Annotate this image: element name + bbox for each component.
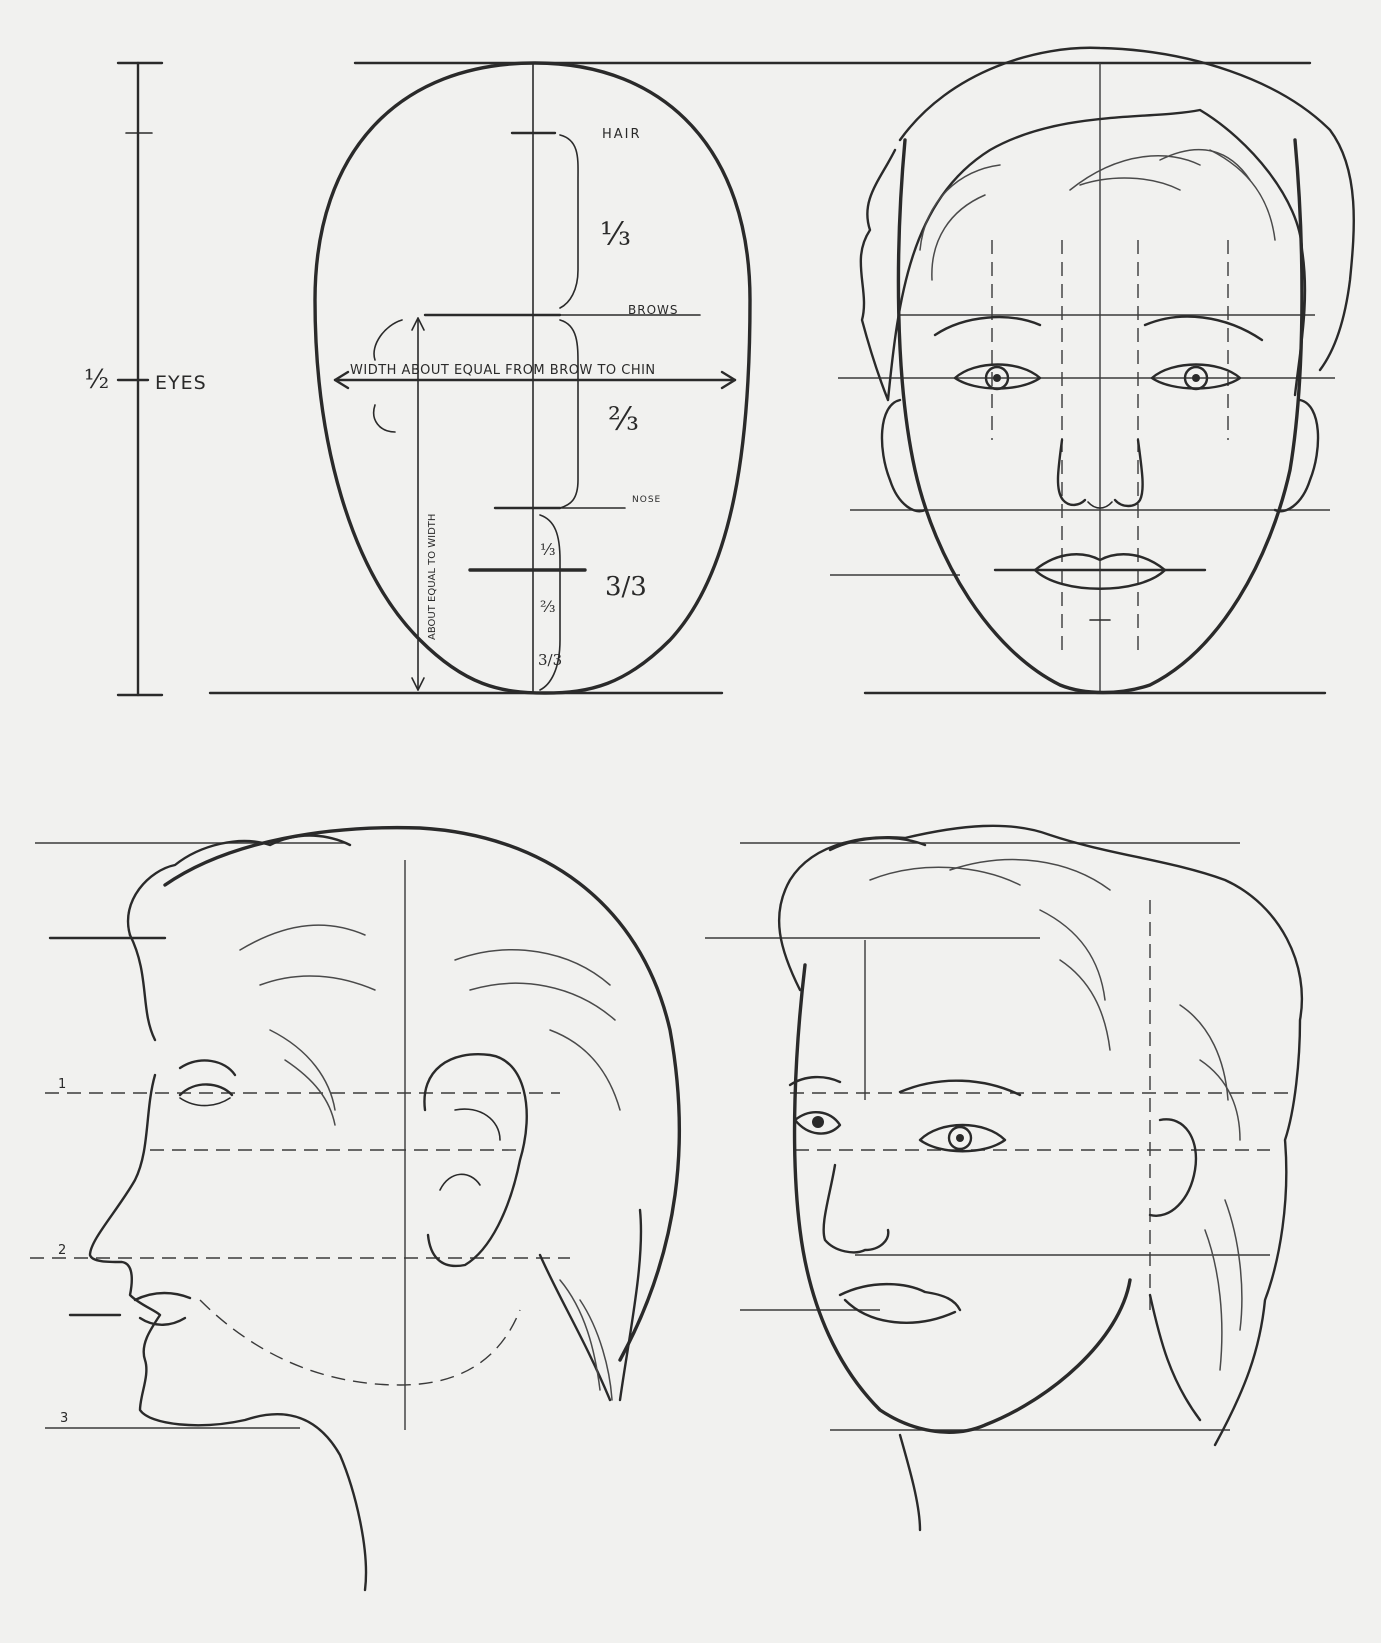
vertical-note: ABOUT EQUAL TO WIDTH [427, 514, 438, 640]
small-two-thirds: ⅔ [540, 597, 556, 616]
one-third-label: ⅓ [600, 215, 631, 253]
profile-mark-3: 3 [60, 1411, 68, 1426]
small-one-third: ⅓ [540, 540, 556, 559]
half-label: ½ [84, 365, 109, 395]
three-quarter-face-drawing [705, 826, 1302, 1530]
brows-label: BROWS [628, 303, 679, 317]
two-thirds-label: ⅔ [608, 400, 639, 438]
eyes-label: EYES [155, 372, 207, 394]
small-three-thirds: 3/3 [538, 651, 562, 669]
profile-head-drawing: 1 2 3 [30, 828, 679, 1590]
front-face-drawing [830, 48, 1354, 693]
profile-mark-1: 1 [58, 1077, 66, 1092]
nose-label: NOSE [632, 495, 661, 505]
hair-label: HAIR [602, 127, 642, 142]
half-scale-ruler: ½ EYES [84, 63, 207, 695]
three-thirds-label: 3/3 [605, 572, 647, 602]
profile-mark-2: 2 [58, 1243, 66, 1258]
width-note: WIDTH ABOUT EQUAL FROM BROW TO CHIN [350, 363, 656, 378]
